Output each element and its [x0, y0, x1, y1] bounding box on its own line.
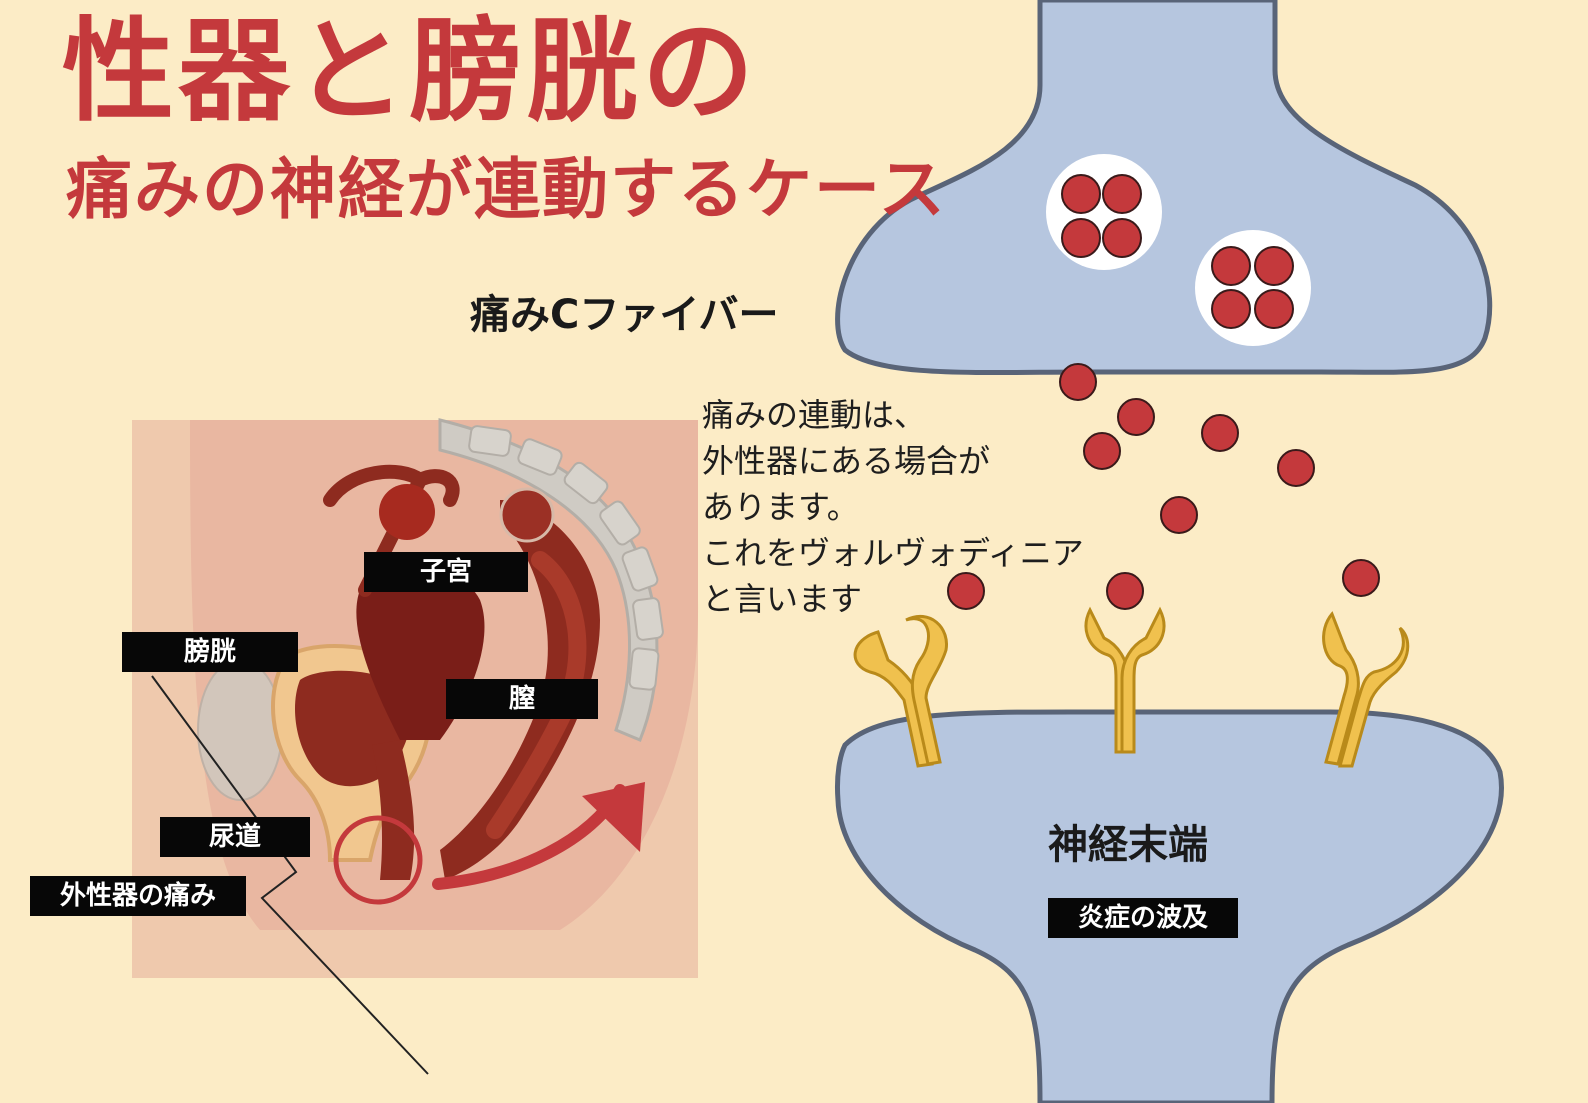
pelvic-anatomy-illustration [132, 418, 699, 1075]
page-title: 性器と膀胱の [62, 7, 758, 137]
explanation-line: 外性器にある場合が [702, 442, 991, 480]
explanation-line: これをヴォルヴォディニア [702, 534, 1084, 572]
explanation-line: 痛みの連動は、 [702, 396, 927, 434]
c-fiber-label: 痛みCファイバー [470, 292, 779, 338]
inflammation-label: 炎症の波及 [1048, 898, 1238, 938]
external-pain-label: 外性器の痛み [30, 876, 246, 916]
vagina-label: 膣 [446, 679, 598, 719]
receptor [1084, 606, 1166, 754]
nerve-terminal-label: 神経末端 [1048, 822, 1208, 868]
vesicle [1195, 230, 1311, 346]
explanation-line: あります。 [702, 488, 859, 526]
receptor [1322, 611, 1410, 768]
explanation-text: 痛みの連動は、 外性器にある場合が あります。 これをヴォルヴォディニア と言い… [702, 392, 1084, 622]
urethra-label: 尿道 [160, 817, 310, 857]
bladder-label: 膀胱 [122, 632, 298, 672]
vesicle [1046, 154, 1162, 270]
explanation-line: と言います [702, 580, 863, 618]
neurotransmitter [947, 363, 1380, 610]
receptor [853, 614, 948, 768]
uterus-label: 子宮 [364, 552, 528, 592]
page-subtitle: 痛みの神経が連動するケース [66, 151, 947, 228]
